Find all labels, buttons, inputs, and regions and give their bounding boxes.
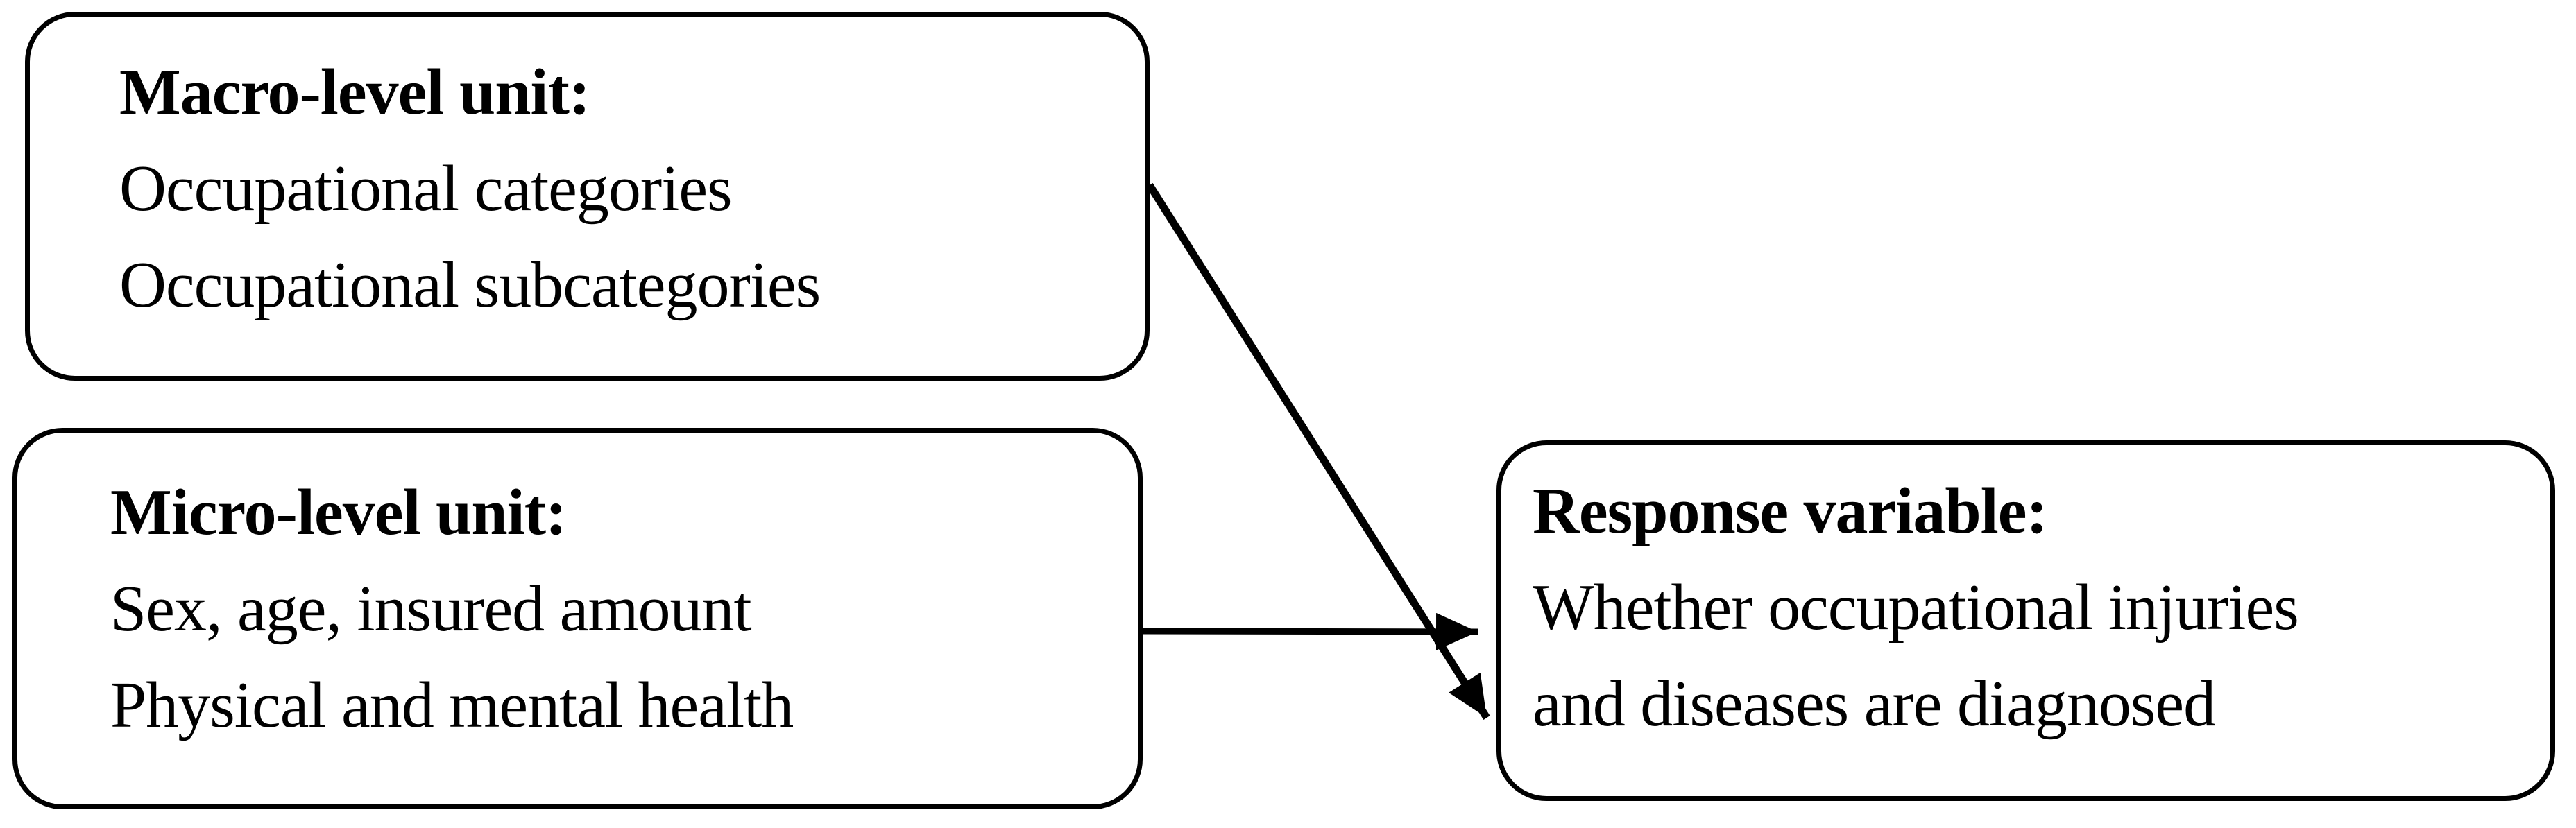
micro-box-line-2: Physical and mental health [110, 669, 794, 741]
macro-box-title: Macro-level unit: [119, 56, 590, 128]
box-micro-level-unit: Micro-level unit: Sex, age, insured amou… [12, 428, 1143, 809]
macro-box-line-2: Occupational subcategories [119, 249, 821, 321]
micro-box-title: Micro-level unit: [110, 476, 567, 549]
response-box-title: Response variable: [1533, 475, 2048, 547]
box-response-variable: Response variable: Whether occupational … [1496, 440, 2555, 801]
arrow-micro-to-response [1142, 612, 1478, 650]
micro-box-line-1: Sex, age, insured amount [110, 573, 752, 645]
box-macro-level-unit: Macro-level unit: Occupational categorie… [25, 12, 1150, 381]
response-box-line-2: and diseases are diagnosed [1533, 668, 2216, 740]
arrow-macro-to-response [1146, 183, 1490, 720]
macro-box-line-1: Occupational categories [119, 153, 733, 225]
response-box-line-1: Whether occupational injuries [1533, 571, 2299, 644]
